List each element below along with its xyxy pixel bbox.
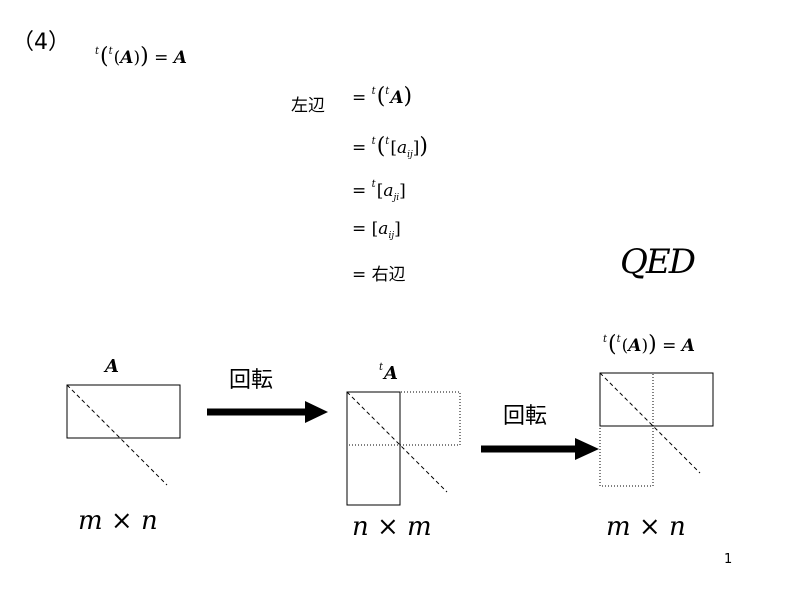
rhs-label: 右辺 [371, 265, 406, 285]
element-symbol: a [383, 181, 394, 201]
transpose-mark: t [371, 86, 376, 97]
matrix-2-rect [346, 391, 401, 506]
matrix-2-dims: n × m [352, 512, 432, 542]
equals-sign: = [352, 181, 367, 201]
equals-sign: = [352, 219, 367, 239]
proof-line-5: = 右辺 [352, 260, 406, 285]
arrow-1-head [305, 401, 328, 423]
matrix-symbol: A [120, 48, 134, 68]
part-label: （4） [12, 30, 70, 55]
matrix-3-diagonal [599, 372, 701, 474]
lhs-label: 左辺 [291, 96, 325, 116]
equals-sign: = [352, 88, 367, 108]
matrix-2-label: tA [379, 362, 398, 384]
qed-mark: QED [620, 242, 696, 282]
transpose-mark: t [108, 46, 113, 57]
matrix-3-dims: m × n [606, 512, 686, 542]
matrix-symbol: A [173, 48, 187, 68]
matrix-symbol: A [384, 363, 398, 384]
element-symbol: a [378, 219, 389, 239]
matrix-1-label: A [105, 356, 119, 377]
theorem-statement: t(t(A)) = A [95, 44, 187, 69]
transpose-mark: t [371, 136, 376, 147]
matrix-2-ghost [346, 391, 461, 446]
index-subscript: ji [393, 193, 400, 203]
page-number: 1 [724, 552, 733, 567]
index-subscript: ij [388, 231, 395, 241]
transpose-mark: t [385, 136, 390, 147]
transpose-mark: t [95, 46, 100, 57]
arrow-2-label: 回転 [503, 404, 548, 429]
element-symbol: a [396, 138, 408, 158]
arrow-1-label: 回転 [229, 368, 274, 393]
matrix-symbol: A [390, 88, 404, 108]
matrix-symbol: A [628, 336, 642, 356]
transpose-mark: t [385, 86, 390, 97]
matrix-3-label: t(t(A)) = A [603, 332, 695, 357]
transpose-mark: t [603, 334, 608, 345]
matrix-3-ghost [599, 372, 654, 487]
index-subscript: ij [407, 150, 413, 160]
matrix-1-rect [66, 384, 181, 439]
matrix-3-rect [599, 372, 714, 427]
matrix-2-diagonal [346, 391, 448, 493]
arrow-2-head [575, 438, 599, 460]
proof-line-4: = [aij] [352, 219, 401, 241]
proof-line-1: = t(tA) [352, 84, 413, 109]
matrix-1-dims: m × n [78, 506, 158, 536]
equals-sign: = [352, 265, 367, 285]
transpose-mark: t [379, 362, 384, 373]
transpose-mark: t [616, 334, 621, 345]
matrix-1-diagonal [66, 384, 168, 486]
matrix-symbol: A [681, 336, 695, 356]
proof-line-3: = t[aji] [352, 179, 406, 203]
equals-sign: = [352, 138, 367, 158]
transpose-mark: t [371, 179, 376, 190]
proof-line-2: = t(t[aij]) [352, 134, 428, 161]
